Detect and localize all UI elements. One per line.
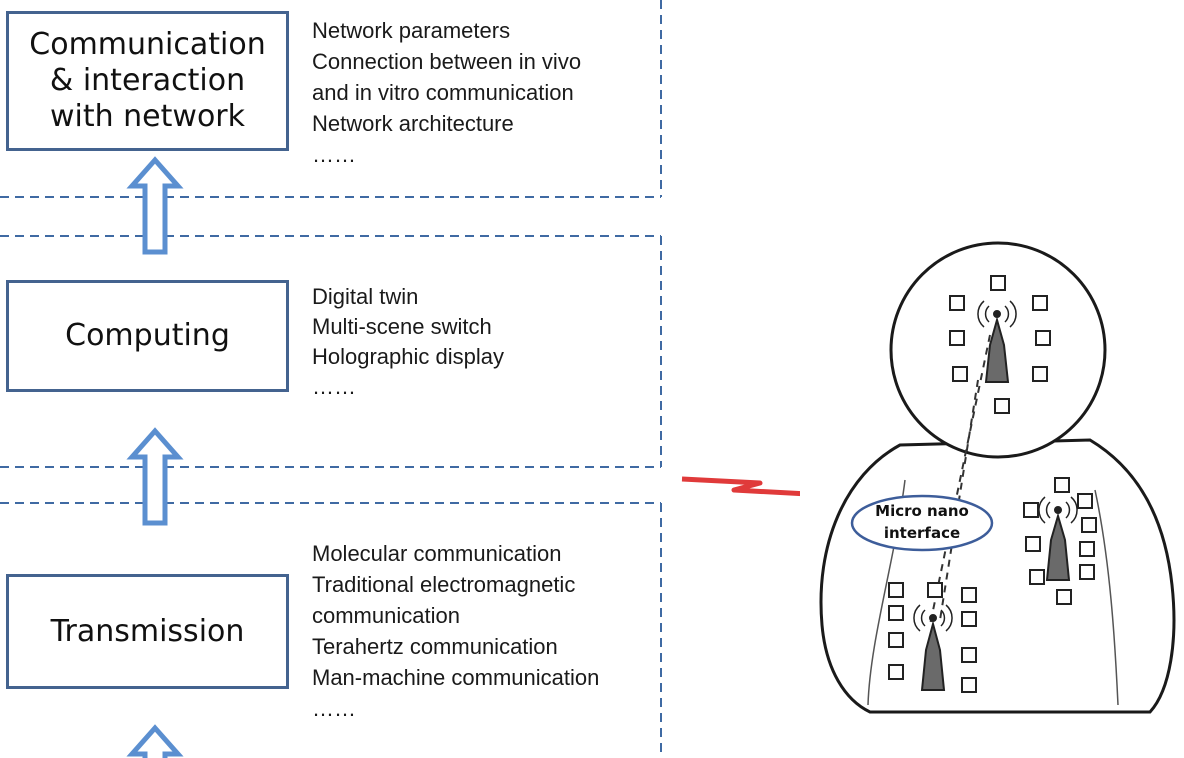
layer-title: Communication & interaction with network xyxy=(29,27,266,134)
detail-item: Terahertz communication xyxy=(312,634,558,659)
sensor-square-icon xyxy=(888,664,904,680)
sensor-group xyxy=(888,275,1097,693)
sensor-square-icon xyxy=(990,275,1006,291)
up-arrow-icon xyxy=(126,724,184,758)
antenna-icon xyxy=(913,604,953,691)
up-arrow-icon xyxy=(126,156,184,255)
sensor-square-icon xyxy=(927,582,943,598)
up-arrow-icon xyxy=(126,427,184,526)
detail-list-communication: Network parameters Connection between in… xyxy=(312,15,581,170)
detail-item: Man-machine communication xyxy=(312,665,600,690)
detail-item: Molecular communication xyxy=(312,541,562,566)
sensor-square-icon xyxy=(1035,330,1051,346)
detail-item: Multi-scene switch xyxy=(312,314,492,339)
body-outline xyxy=(819,438,1176,714)
sensor-square-icon xyxy=(1032,295,1048,311)
detail-list-computing: Digital twin Multi-scene switch Holograp… xyxy=(312,282,504,402)
sensor-square-icon xyxy=(1029,569,1045,585)
sensor-square-icon xyxy=(1056,589,1072,605)
detail-item: Digital twin xyxy=(312,284,419,309)
sensor-square-icon xyxy=(1032,366,1048,382)
layer-box-communication: Communication & interaction with network xyxy=(6,11,289,151)
detail-item: …… xyxy=(312,142,356,167)
interface-label: Micro nano interface xyxy=(875,502,969,542)
layer-title: Computing xyxy=(65,318,230,353)
detail-item: Holographic display xyxy=(312,344,504,369)
sensor-square-icon xyxy=(888,632,904,648)
human-body-figure xyxy=(800,240,1184,758)
wireless-link-icon xyxy=(681,476,809,497)
sensor-square-icon xyxy=(949,295,965,311)
sensor-square-icon xyxy=(1079,541,1095,557)
detail-item: and in vitro communication xyxy=(312,80,574,105)
sensor-square-icon xyxy=(961,677,977,693)
detail-item: …… xyxy=(312,374,356,399)
sensor-square-icon xyxy=(888,605,904,621)
sensor-square-icon xyxy=(1054,477,1070,493)
sensor-square-icon xyxy=(1081,517,1097,533)
layer-box-transmission: Transmission xyxy=(6,574,289,689)
sensor-square-icon xyxy=(961,611,977,627)
detail-item: communication xyxy=(312,603,460,628)
layer-title: Transmission xyxy=(50,613,245,649)
antenna-icon xyxy=(1038,496,1078,581)
sensor-square-icon xyxy=(961,647,977,663)
sensor-square-icon xyxy=(1079,564,1095,580)
layer-box-computing: Computing xyxy=(6,280,289,392)
detail-item: Network architecture xyxy=(312,111,514,136)
detail-list-transmission: Molecular communication Traditional elec… xyxy=(312,538,599,724)
antenna-icon xyxy=(977,300,1017,383)
sensor-square-icon xyxy=(1077,493,1093,509)
detail-item: Connection between in vivo xyxy=(312,49,582,74)
interface-ellipse xyxy=(850,494,994,552)
sensor-square-icon xyxy=(1023,502,1039,518)
sensor-square-icon xyxy=(961,587,977,603)
detail-item: …… xyxy=(312,696,356,721)
sensor-square-icon xyxy=(888,582,904,598)
sensor-square-icon xyxy=(994,398,1010,414)
sensor-square-icon xyxy=(949,330,965,346)
sensor-square-icon xyxy=(952,366,968,382)
interface-label-box: Micro nano interface xyxy=(857,500,987,544)
sensor-square-icon xyxy=(1025,536,1041,552)
detail-item: Traditional electromagnetic xyxy=(312,572,576,597)
detail-item: Network parameters xyxy=(312,18,511,43)
